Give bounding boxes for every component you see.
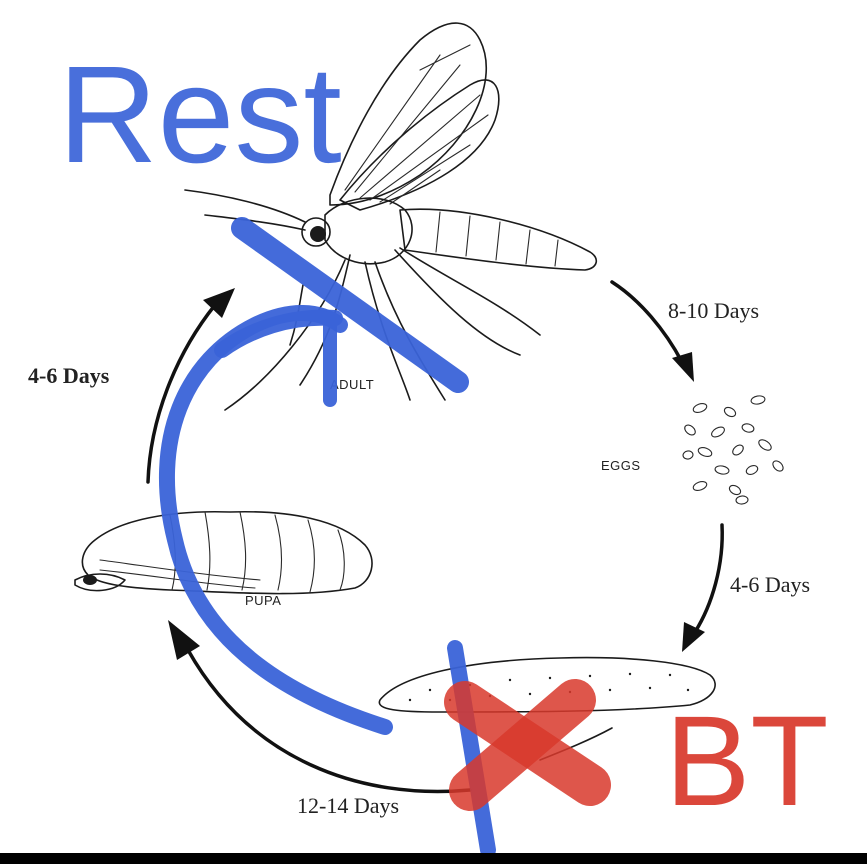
red-x-stroke-2 — [449, 679, 596, 811]
handwritten-bt: BT — [665, 690, 829, 833]
stage-label-adult: ADULT — [330, 377, 374, 392]
pupa-illustration — [74, 510, 373, 595]
handwritten-rest: Rest — [58, 38, 342, 192]
red-annotation: BT — [444, 679, 829, 833]
arrow-larva-to-pupa — [186, 648, 472, 794]
duration-eggs-to-larva: 4-6 Days — [730, 572, 810, 597]
arrow-eggs-to-larva — [693, 523, 724, 634]
blue-annotation: Rest — [58, 38, 496, 858]
arrow-pupa-to-adult — [146, 303, 217, 484]
duration-larva-to-pupa: 12-14 Days — [297, 793, 399, 818]
eggs-cluster — [682, 395, 784, 505]
cycle-arrows — [146, 280, 724, 794]
arrow-adult-to-eggs — [610, 280, 684, 364]
stage-label-pupa: PUPA — [245, 593, 281, 608]
bottom-black-bar — [0, 853, 867, 864]
duration-adult-to-eggs: 8-10 Days — [668, 298, 759, 323]
duration-pupa-to-adult: 4-6 Days — [28, 363, 110, 388]
stage-label-eggs: EGGS — [601, 458, 641, 473]
